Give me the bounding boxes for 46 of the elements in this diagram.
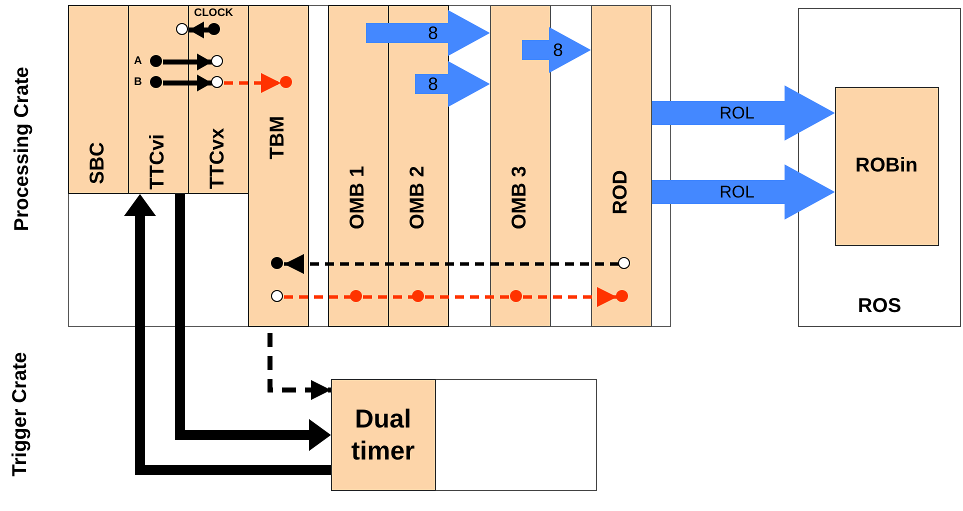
heading: Processing Crate: [11, 66, 34, 232]
heading: ROS: [858, 295, 902, 318]
module-label: ROBin: [854, 154, 919, 178]
module-label: ROD: [610, 170, 632, 214]
signal-label: A: [134, 56, 142, 67]
module-label: OMB 3: [508, 166, 532, 230]
connector-dot: [616, 290, 628, 302]
edge-label: 8: [428, 24, 438, 42]
connector-dot: [150, 55, 162, 67]
module-label: TTCvx: [206, 128, 230, 190]
connector-dot: [150, 76, 162, 88]
edge-label: ROL: [720, 104, 754, 122]
connector-circle: [618, 257, 630, 269]
module-board: [328, 4, 388, 326]
connector-dot: [280, 76, 292, 88]
connector-circle: [271, 290, 283, 302]
edge-label: 8: [553, 41, 563, 59]
edge-label: 8: [428, 75, 438, 93]
module-box: [330, 378, 436, 490]
module-label: OMB 1: [346, 166, 370, 230]
signal-label: B: [134, 77, 142, 88]
module-board: [68, 4, 128, 194]
connector-circle: [211, 55, 223, 67]
edge-label: ROL: [720, 184, 754, 200]
module-label: TTCvi: [146, 134, 170, 190]
module-label: Dual timer: [350, 402, 416, 467]
heading: Trigger Crate: [10, 352, 30, 476]
connector-dot: [271, 257, 283, 269]
module-label: OMB 2: [406, 166, 430, 230]
connector-dot: [208, 23, 220, 35]
module-board: [188, 4, 248, 194]
connector-circle: [176, 23, 188, 35]
module-board: [590, 4, 652, 326]
module-board: [490, 4, 550, 326]
connector-dot: [350, 290, 362, 302]
crate-frame: [331, 379, 597, 491]
module-box: [834, 86, 938, 246]
connector-dot: [510, 290, 522, 302]
signal-label: CLOCK: [194, 8, 234, 19]
module-label: SBC: [86, 142, 110, 184]
system-frame: [798, 8, 961, 327]
module-board: [128, 4, 188, 194]
connector-dot: [412, 290, 424, 302]
module-board: [248, 4, 308, 326]
module-label: TBM: [266, 116, 290, 160]
connector-circle: [211, 76, 223, 88]
